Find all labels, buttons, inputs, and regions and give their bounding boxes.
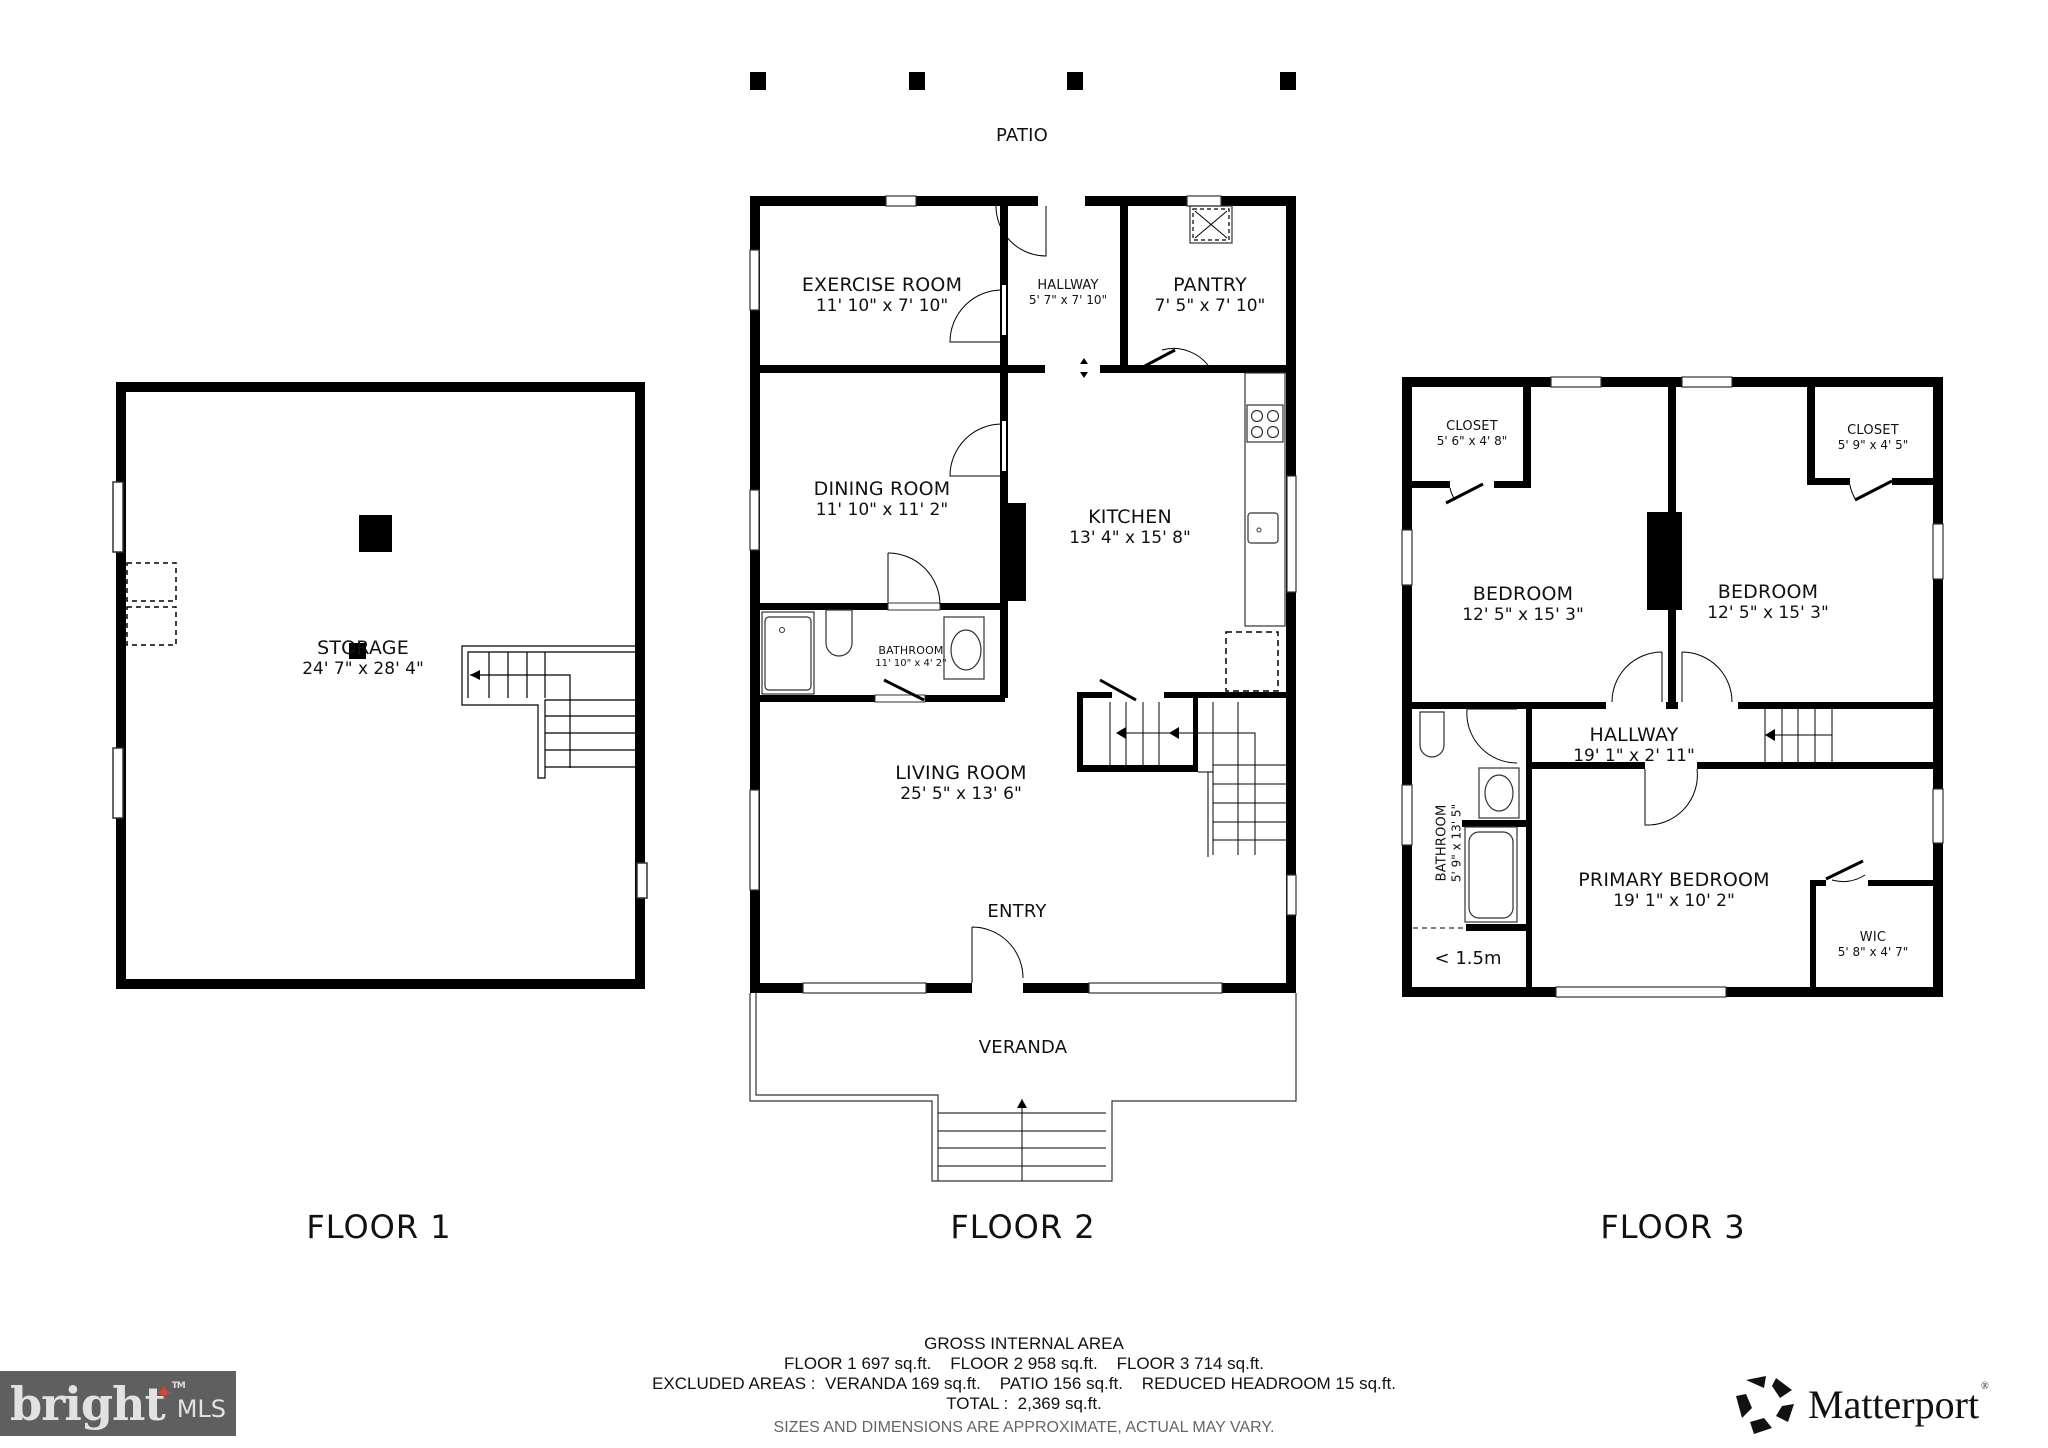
room-name: PANTRY xyxy=(1173,274,1247,296)
area-summary: GROSS INTERNAL AREA FLOOR 1 697 sq.ft. F… xyxy=(652,1334,1396,1438)
mls-text: MLS xyxy=(176,1394,227,1423)
patio-pillars xyxy=(750,72,1296,90)
room-dimensions: 7' 5" x 7' 10" xyxy=(1154,295,1266,316)
reduced-headroom-label: < 1.5m xyxy=(1434,948,1502,969)
patio-label: PATIO xyxy=(995,125,1049,146)
room-bathroom-floor3: BATHROOM 5' 9" x 13' 5" xyxy=(1434,803,1465,883)
matterport-pentagon-icon xyxy=(1736,1376,1794,1434)
room-hallway-floor2: HALLWAY 5' 7" x 7' 10" xyxy=(1028,278,1108,308)
room-name: STORAGE xyxy=(317,637,409,659)
total-area: TOTAL : 2,369 sq.ft. xyxy=(946,1394,1102,1413)
room-name: DINING ROOM xyxy=(813,478,951,500)
room-bedroom-right: BEDROOM 12' 5" x 15' 3" xyxy=(1707,581,1829,623)
room-dimensions: 13' 4" x 15' 8" xyxy=(1069,527,1191,548)
room-name: LIVING ROOM xyxy=(895,762,1027,784)
room-name: BEDROOM xyxy=(1472,583,1574,605)
room-dimensions: 24' 7" x 28' 4" xyxy=(302,658,424,679)
room-name: PRIMARY BEDROOM xyxy=(1578,869,1770,891)
registered-mark: ® xyxy=(1981,1380,1989,1392)
floor-1-plan xyxy=(112,382,648,989)
room-pantry: PANTRY 7' 5" x 7' 10" xyxy=(1154,274,1266,316)
bright-wordmark: bright✦TM xyxy=(9,1376,186,1431)
excluded-areas: EXCLUDED AREAS : VERANDA 169 sq.ft. PATI… xyxy=(652,1374,1396,1393)
room-dimensions: 25' 5" x 13' 6" xyxy=(900,783,1022,804)
room-wic: WIC 5' 8" x 4' 7" xyxy=(1837,930,1909,960)
room-dimensions: 5' 7" x 7' 10" xyxy=(1028,292,1108,307)
room-name: KITCHEN xyxy=(1088,506,1172,528)
disclaimer: SIZES AND DIMENSIONS ARE APPROXIMATE, AC… xyxy=(773,1419,1275,1436)
matterport-text: Matterport xyxy=(1808,1381,1980,1427)
room-closet-left: CLOSET 5' 6" x 4' 8" xyxy=(1436,419,1508,449)
floor-areas: FLOOR 1 697 sq.ft. FLOOR 2 958 sq.ft. FL… xyxy=(784,1354,1264,1373)
room-name: EXERCISE ROOM xyxy=(801,274,963,296)
trademark: TM xyxy=(171,1380,186,1391)
room-exercise-room: EXERCISE ROOM 11' 10" x 7' 10" xyxy=(801,274,963,316)
room-veranda: VERANDA xyxy=(978,1037,1068,1058)
floor-3-title: FLOOR 3 xyxy=(1600,1208,1746,1246)
room-name: HALLWAY xyxy=(1589,724,1679,746)
floor-2-title: FLOOR 2 xyxy=(950,1208,1096,1246)
room-dimensions: 11' 10" x 7' 10" xyxy=(815,295,949,316)
room-living-room: LIVING ROOM 25' 5" x 13' 6" xyxy=(895,762,1027,804)
room-dimensions: 11' 10" x 11' 2" xyxy=(815,499,949,520)
room-dimensions: 19' 1" x 2' 11" xyxy=(1573,745,1695,766)
room-bedroom-left: BEDROOM 12' 5" x 15' 3" xyxy=(1462,583,1584,625)
room-bathroom-floor2: BATHROOM 11' 10" x 4' 2" xyxy=(875,644,947,669)
room-kitchen: KITCHEN 13' 4" x 15' 8" xyxy=(1069,506,1191,548)
room-dimensions: 12' 5" x 15' 3" xyxy=(1707,602,1829,623)
matterport-wordmark: Matterport® xyxy=(1808,1381,1989,1428)
floor-1-title: FLOOR 1 xyxy=(306,1208,452,1246)
room-entry: ENTRY xyxy=(987,901,1047,922)
room-closet-right: CLOSET 5' 9" x 4' 5" xyxy=(1837,423,1909,453)
room-name: HALLWAY xyxy=(1037,278,1099,293)
room-name: WIC xyxy=(1859,930,1887,945)
room-dimensions: 11' 10" x 4' 2" xyxy=(875,657,947,669)
room-dimensions: 5' 6" x 4' 8" xyxy=(1436,433,1508,448)
room-storage: STORAGE 24' 7" x 28' 4" xyxy=(302,637,424,679)
matterport-logo: Matterport® xyxy=(1732,1372,1989,1436)
room-dimensions: 5' 9" x 4' 5" xyxy=(1837,437,1909,452)
star-icon: ✦ xyxy=(156,1382,172,1404)
room-dimensions: 5' 8" x 4' 7" xyxy=(1837,944,1909,959)
room-name: CLOSET xyxy=(1446,419,1498,434)
room-hallway-floor3: HALLWAY 19' 1" x 2' 11" xyxy=(1573,724,1695,766)
area-heading: GROSS INTERNAL AREA xyxy=(924,1334,1124,1353)
room-name: BEDROOM xyxy=(1717,581,1819,603)
room-name: BATHROOM xyxy=(1434,804,1450,882)
room-primary-bedroom: PRIMARY BEDROOM 19' 1" x 10' 2" xyxy=(1578,869,1770,911)
room-dimensions: 5' 9" x 13' 5" xyxy=(1449,803,1464,883)
room-name: BATHROOM xyxy=(878,644,944,657)
bright-mls-logo: bright✦TM MLS xyxy=(0,1371,236,1436)
room-dimensions: 19' 1" x 10' 2" xyxy=(1613,890,1735,911)
room-dimensions: 12' 5" x 15' 3" xyxy=(1462,604,1584,625)
bright-text: bright xyxy=(9,1376,166,1431)
room-dining-room: DINING ROOM 11' 10" x 11' 2" xyxy=(813,478,951,520)
floor-3-plan xyxy=(1401,376,1944,998)
room-name: CLOSET xyxy=(1847,423,1899,438)
floor-2-plan xyxy=(749,195,1297,1182)
